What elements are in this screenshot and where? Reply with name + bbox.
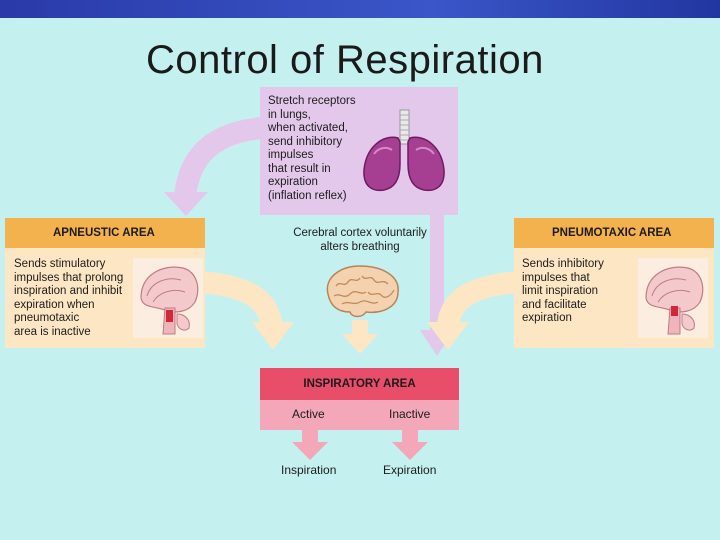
inspiratory-area-heading: INSPIRATORY AREA	[260, 368, 459, 400]
inspiration-label: Inspiration	[281, 463, 337, 477]
arrow-stretch-to-inspiratory	[430, 210, 444, 332]
inactive-label: Inactive	[389, 407, 431, 421]
arrow-stretch-to-apneustic-head	[164, 192, 208, 216]
arrow-inactive-to-expiration-head	[392, 442, 428, 460]
stretch-receptors-text: Stretch receptors in lungs, when activat…	[268, 95, 356, 202]
arrow-pneumotaxic-to-inspiratory-head	[427, 322, 469, 350]
pneumotaxic-area-box: PNEUMOTAXIC AREA Sends inhibitory impuls…	[514, 218, 714, 348]
arrow-active-to-inspiration	[302, 430, 318, 444]
title-bar	[0, 0, 720, 18]
apneustic-area-box: APNEUSTIC AREA Sends stimulatory impulse…	[5, 218, 205, 348]
pneumotaxic-area-heading: PNEUMOTAXIC AREA	[514, 218, 714, 248]
apneustic-area-heading: APNEUSTIC AREA	[5, 218, 205, 248]
brainstem-section-icon	[638, 258, 708, 338]
inspiratory-area-body	[260, 400, 459, 430]
arrow-inactive-to-expiration	[402, 430, 418, 444]
lungs-illustration	[363, 109, 445, 192]
active-label: Active	[292, 407, 325, 421]
apneustic-area-text: Sends stimulatory impulses that prolong …	[14, 258, 124, 338]
arrow-cortex-to-inspiratory	[352, 320, 368, 334]
arrow-apneustic-to-inspiratory	[198, 271, 283, 329]
arrow-apneustic-to-inspiratory-head	[252, 322, 294, 350]
page-title: Control of Respiration	[146, 38, 544, 82]
arrow-cortex-to-inspiratory-head	[342, 334, 378, 354]
arrow-active-to-inspiration-head	[292, 442, 328, 460]
arrow-stretch-to-apneustic	[174, 117, 264, 198]
cerebral-cortex-text: Cerebral cortex voluntarily alters breat…	[293, 227, 427, 253]
expiration-label: Expiration	[383, 463, 437, 477]
arrow-pneumotaxic-to-inspiratory	[437, 271, 520, 328]
brainstem-section-icon	[133, 258, 203, 338]
brain-icon	[326, 265, 399, 318]
pneumotaxic-area-text: Sends inhibitory impulses that limit ins…	[522, 258, 604, 324]
